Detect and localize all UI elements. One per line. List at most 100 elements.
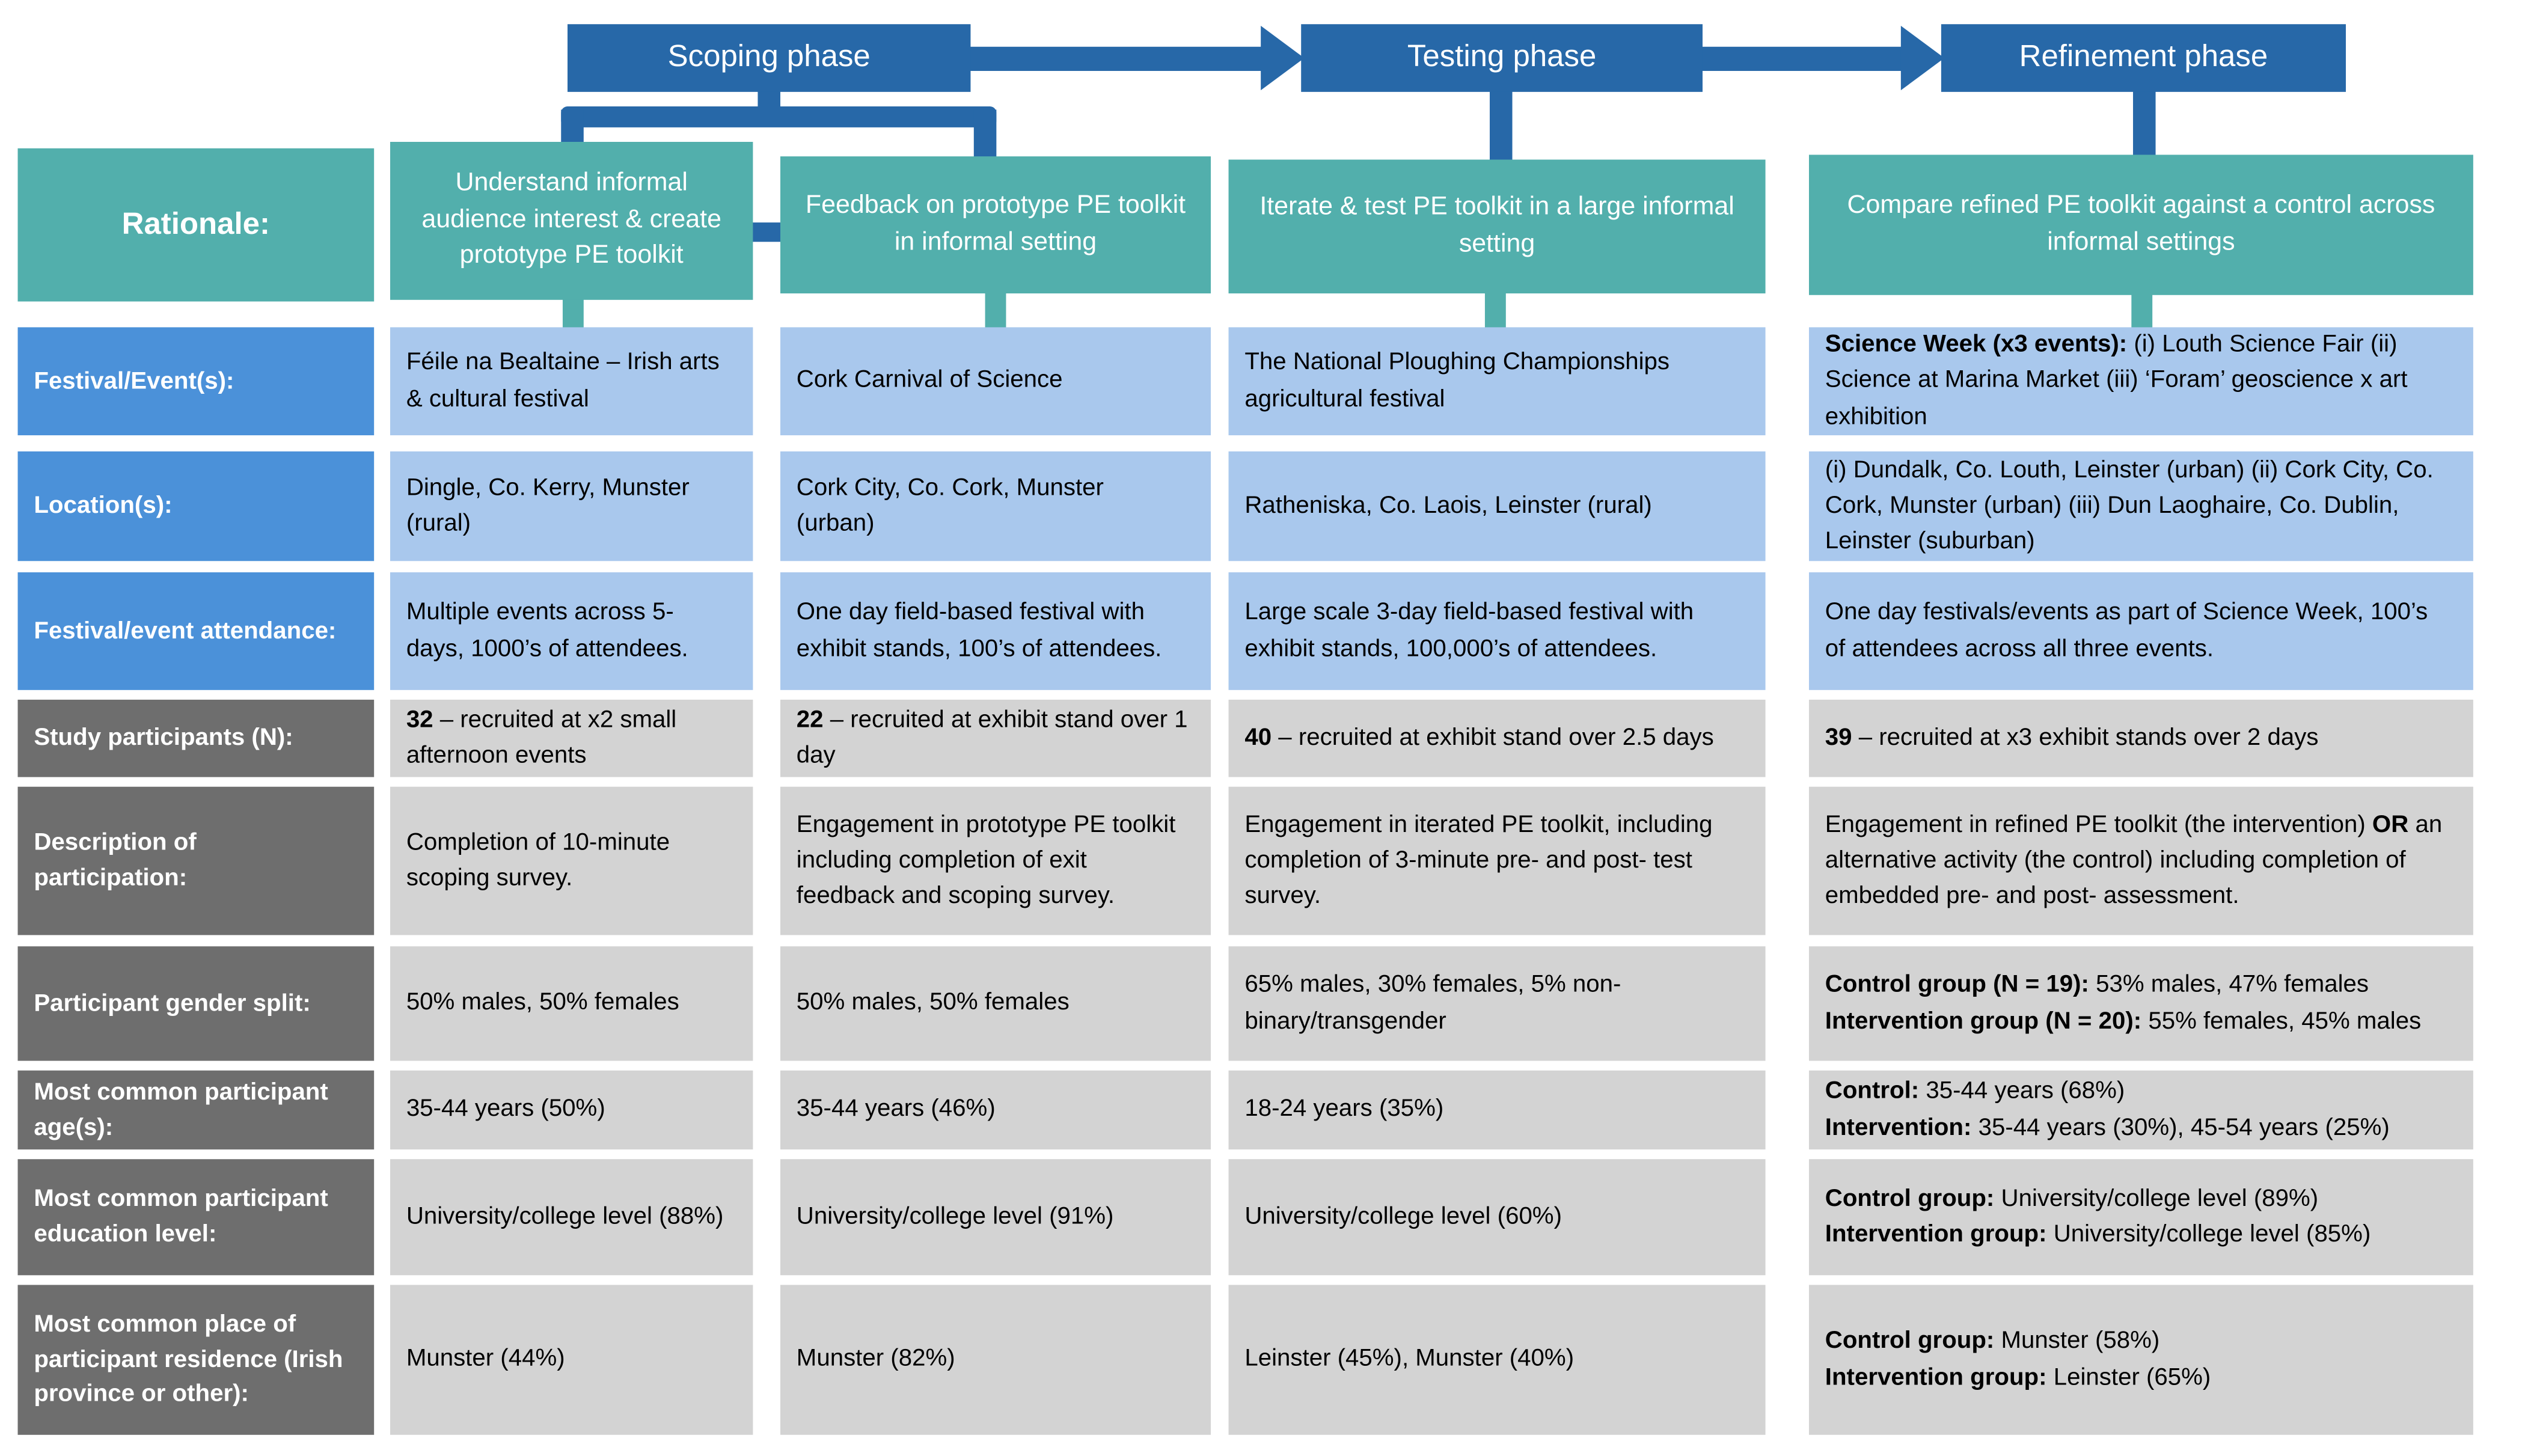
cell-study-participants-n-col2: 22 – recruited at exhibit stand over 1 d…: [780, 699, 1211, 777]
cell-text: 35-44 years (68%): [1919, 1077, 2125, 1105]
cell-description-of-participation-col2: Engagement in prototype PE toolkit inclu…: [780, 786, 1211, 935]
cell-text: University/college level (91%): [796, 1202, 1114, 1230]
cell-text: Leinster (45%), Munster (40%): [1244, 1345, 1575, 1373]
cell-text: One day field-based festival with exhibi…: [796, 598, 1162, 662]
cell-festival-event-attendance-col3: Large scale 3-day field-based festival w…: [1228, 572, 1766, 690]
cell-festival-event-s-col3: The National Ploughing Championships agr…: [1228, 327, 1766, 436]
cell-text: 18-24 years (35%): [1244, 1095, 1444, 1123]
cell-location-s-col1: Dingle, Co. Kerry, Munster (rural): [390, 451, 753, 561]
rationale-box1-box2-link: [748, 222, 786, 242]
cell-most-common-participant-education-level-col3: University/college level (60%): [1228, 1159, 1766, 1276]
cell-text: 55% females, 45% males: [2141, 1006, 2422, 1035]
cell-text: Multiple events across 5-days, 1000’s of…: [406, 598, 688, 662]
cell-text: (i) Louth Science Fair (ii) Science at M…: [1825, 331, 2408, 430]
rationale-box-refinement: Compare refined PE toolkit against a con…: [1808, 154, 2473, 295]
phase-label-refinement: Refinement phase: [2019, 40, 2268, 75]
cell-most-common-participant-age-s-col2: 35-44 years (46%): [780, 1070, 1211, 1150]
cell-participant-gender-split-col3: 65% males, 30% females, 5% non-binary/tr…: [1228, 946, 1766, 1061]
table-row-most-common-participant-education-level: Most common participant education level:…: [0, 1159, 2528, 1276]
cell-text: Leinster (65%): [2046, 1363, 2211, 1391]
cell-study-participants-n-col1: 32 – recruited at x2 small afternoon eve…: [390, 699, 753, 777]
cell-text-bold: Control group:: [1825, 1184, 1995, 1213]
rationale2-table-connector: [985, 289, 1006, 329]
cell-location-s-col2: Cork City, Co. Cork, Munster (urban): [780, 451, 1211, 561]
cell-participant-gender-split-col2: 50% males, 50% females: [780, 946, 1211, 1061]
cell-text: 65% males, 30% females, 5% non-binary/tr…: [1244, 971, 1621, 1035]
cell-description-of-participation-col3: Engagement in iterated PE toolkit, inclu…: [1228, 786, 1766, 935]
table-row-most-common-participant-age-s: Most common participant age(s):35-44 yea…: [0, 1070, 2528, 1150]
row-label: Location(s):: [17, 451, 375, 561]
cell-text: Munster (44%): [406, 1345, 565, 1373]
cell-text: Completion of 10-minute scoping survey.: [406, 828, 670, 892]
cell-text: Munster (58%): [1994, 1327, 2160, 1355]
cell-participant-gender-split-col4: Control group (N = 19): 53% males, 47% f…: [1808, 946, 2473, 1061]
cell-most-common-place-of-participant-residence-irish-province-or-other-col4: Control group: Munster (58%)Intervention…: [1808, 1285, 2473, 1435]
cell-most-common-place-of-participant-residence-irish-province-or-other-col2: Munster (82%): [780, 1285, 1211, 1435]
rationale-box-scoping-1: Understand informal audience interest & …: [390, 141, 753, 300]
cell-festival-event-s-col2: Cork Carnival of Science: [780, 327, 1211, 436]
table-row-study-participants-n: Study participants (N):32 – recruited at…: [0, 699, 2528, 777]
rationale-text-2: Feedback on prototype PE toolkit in info…: [805, 191, 1186, 256]
rationale4-table-connector: [2131, 290, 2153, 329]
cell-text: One day festivals/events as part of Scie…: [1825, 598, 2428, 662]
cell-most-common-place-of-participant-residence-irish-province-or-other-col1: Munster (44%): [390, 1285, 753, 1435]
refinement-down-connector: [2133, 90, 2156, 162]
scoping-bracket-bar: [561, 106, 997, 127]
cell-text: 35-44 years (30%), 45-54 years (25%): [1971, 1113, 2390, 1141]
row-label: Most common participant education level:: [17, 1159, 375, 1276]
cell-location-s-col3: Ratheniska, Co. Laois, Leinster (rural): [1228, 451, 1766, 561]
row-label: Study participants (N):: [17, 699, 375, 777]
cell-text: Cork City, Co. Cork, Munster (urban): [796, 473, 1104, 537]
row-label: Festival/Event(s):: [17, 327, 375, 436]
cell-festival-event-s-col1: Féile na Bealtaine – Irish arts & cultur…: [390, 327, 753, 436]
cell-text: an alternative activity (the control) in…: [1825, 810, 2443, 910]
cell-most-common-participant-age-s-col4: Control: 35-44 years (68%)Intervention: …: [1808, 1070, 2473, 1150]
cell-participant-gender-split-col1: 50% males, 50% females: [390, 946, 753, 1061]
cell-text-bold: 32: [406, 706, 433, 733]
cell-most-common-participant-education-level-col4: Control group: University/college level …: [1808, 1159, 2473, 1276]
row-label: Most common place of participant residen…: [17, 1285, 375, 1435]
rationale-box-scoping-2: Feedback on prototype PE toolkit in info…: [780, 156, 1211, 294]
row-label: Participant gender split:: [17, 946, 375, 1061]
arrow-testing-to-refinement-shaft: [1699, 46, 1905, 71]
cell-text: University/college level (85%): [2046, 1220, 2371, 1248]
cell-text: Large scale 3-day field-based festival w…: [1244, 598, 1694, 662]
cell-text-bold: Control:: [1825, 1077, 1920, 1105]
cell-text-bold: 39: [1825, 723, 1852, 751]
cell-text: University/college level (60%): [1244, 1202, 1562, 1230]
phase-box-testing: Testing phase: [1301, 24, 1703, 92]
cell-text-bold: OR: [2372, 810, 2409, 838]
cell-festival-event-attendance-col1: Multiple events across 5-days, 1000’s of…: [390, 572, 753, 690]
rationale1-table-connector: [562, 295, 584, 329]
cell-text: – recruited at exhibit stand over 1 day: [796, 706, 1188, 769]
cell-text: The National Ploughing Championships agr…: [1244, 349, 1670, 412]
table-row-participant-gender-split: Participant gender split: 50% males, 50% …: [0, 946, 2528, 1061]
cell-text-bold: Intervention group:: [1825, 1220, 2047, 1248]
cell-festival-event-s-col4: Science Week (x3 events): (i) Louth Scie…: [1808, 327, 2473, 436]
cell-text: Engagement in iterated PE toolkit, inclu…: [1244, 810, 1713, 910]
rationale-text-1: Understand informal audience interest & …: [421, 169, 721, 270]
cell-text-bold: Intervention group (N = 20):: [1825, 1006, 2142, 1035]
table-row-festival-event-s: Festival/Event(s):Féile na Bealtaine – I…: [0, 327, 2528, 436]
cell-most-common-participant-education-level-col1: University/college level (88%): [390, 1159, 753, 1276]
cell-text-bold: 22: [796, 706, 824, 733]
cell-most-common-participant-education-level-col2: University/college level (91%): [780, 1159, 1211, 1276]
cell-text: Dingle, Co. Kerry, Munster (rural): [406, 473, 690, 537]
cell-text-bold: Intervention group:: [1825, 1363, 2047, 1391]
phase-box-scoping: Scoping phase: [567, 24, 971, 92]
table-row-most-common-place-of-participant-residence-irish-province-or-other: Most common place of participant residen…: [0, 1285, 2528, 1435]
cell-text-bold: Intervention:: [1825, 1113, 1972, 1141]
cell-description-of-participation-col4: Engagement in refined PE toolkit (the in…: [1808, 786, 2473, 935]
cell-text: 50% males, 50% females: [406, 989, 679, 1017]
rationale-row-label: Rationale:: [17, 148, 375, 302]
testing-down-connector: [1489, 90, 1513, 167]
cell-study-participants-n-col4: 39 – recruited at x3 exhibit stands over…: [1808, 699, 2473, 777]
table-row-location-s: Location(s): Dingle, Co. Kerry, Munster (…: [0, 451, 2528, 561]
cell-text: 53% males, 47% females: [2089, 971, 2369, 999]
cell-festival-event-attendance-col4: One day festivals/events as part of Scie…: [1808, 572, 2473, 690]
rationale-box-testing: Iterate & test PE toolkit in a large inf…: [1228, 159, 1766, 294]
cell-text-bold: Science Week (x3 events):: [1825, 331, 2128, 358]
phase-label-testing: Testing phase: [1407, 40, 1597, 75]
cell-text: – recruited at x2 small afternoon events: [406, 706, 677, 769]
